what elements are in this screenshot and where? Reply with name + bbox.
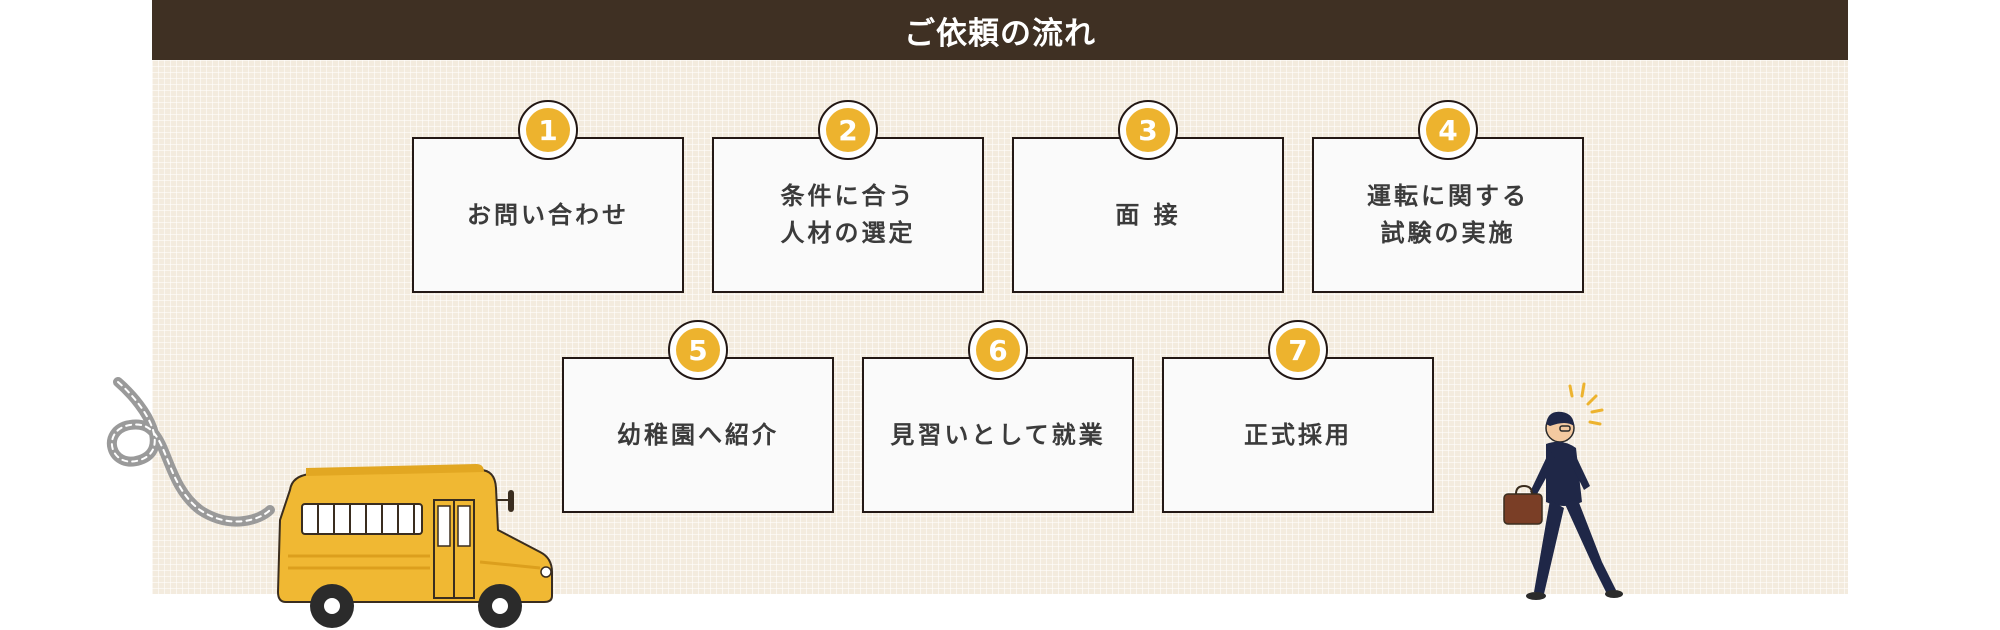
step-card-2: 条件に合う 人材の選定 (712, 137, 984, 293)
school-bus-icon (276, 464, 553, 628)
step-number-badge-5: 5 (668, 320, 728, 380)
winding-road-icon (107, 377, 275, 527)
step-number-badge-6: 6 (968, 320, 1028, 380)
step-number: 7 (1288, 333, 1308, 367)
step-card-4: 運転に関する 試験の実施 (1312, 137, 1584, 293)
step-number-badge-3: 3 (1118, 100, 1178, 160)
step-label: 運転に関する 試験の実施 (1367, 182, 1529, 247)
step-label: 正式採用 (1244, 420, 1352, 449)
step-card-5: 幼稚園へ紹介 (562, 357, 834, 513)
step-label: お問い合わせ (467, 200, 629, 229)
step-label: 条件に合う 人材の選定 (780, 182, 916, 247)
step-number: 4 (1438, 113, 1458, 147)
section-title: ご依頼の流れ (904, 15, 1096, 52)
step-label: 見習いとして就業 (890, 420, 1106, 449)
step-number-badge-7: 7 (1268, 320, 1328, 380)
step-number: 6 (988, 333, 1008, 367)
step-label: 面 接 (1115, 200, 1181, 229)
step-number-badge-1: 1 (518, 100, 578, 160)
step-number: 3 (1138, 113, 1158, 147)
step-card-6: 見習いとして就業 (862, 357, 1134, 513)
step-number-badge-4: 4 (1418, 100, 1478, 160)
step-number: 2 (838, 113, 858, 147)
step-card-7: 正式採用 (1162, 357, 1434, 513)
step-number-badge-2: 2 (818, 100, 878, 160)
walking-businessman-icon (1503, 382, 1623, 600)
step-number: 1 (538, 113, 558, 147)
step-card-1: お問い合わせ (412, 137, 684, 293)
step-label: 幼稚園へ紹介 (617, 420, 779, 449)
section-header: ご依頼の流れ (152, 0, 1848, 60)
step-card-3: 面 接 (1012, 137, 1284, 293)
step-number: 5 (688, 333, 708, 367)
